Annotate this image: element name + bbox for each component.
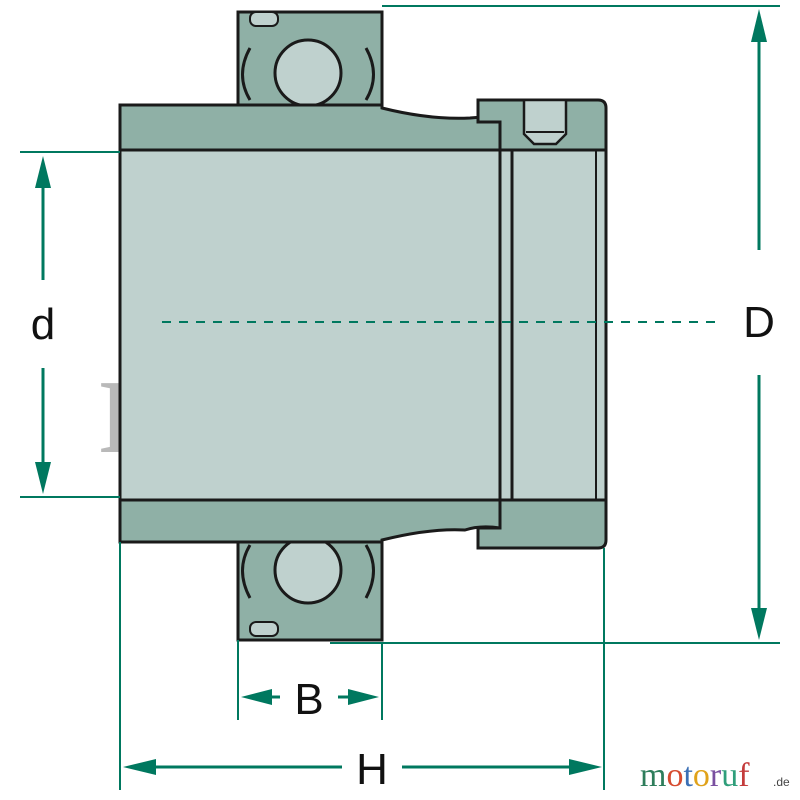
seal-slot-top <box>249 11 279 27</box>
inner-sleeve <box>118 148 608 502</box>
cage-bottom <box>241 544 375 599</box>
ball-top <box>273 38 343 108</box>
logo-letter: u <box>721 757 738 794</box>
label-B: B <box>294 675 323 724</box>
inner-ring-top <box>118 103 502 152</box>
label-H: H <box>356 745 388 794</box>
logo-letter: f <box>738 757 750 794</box>
dimension-d <box>35 156 51 494</box>
extension-lines <box>20 5 780 790</box>
cage-top <box>241 47 375 101</box>
dimension-H <box>123 759 602 775</box>
ball-bottom <box>273 535 343 605</box>
logo-letter: r <box>710 757 722 794</box>
locking-collar-bottom <box>476 498 608 550</box>
inner-ring-bottom <box>118 498 502 544</box>
logo-letter: o <box>693 757 710 794</box>
set-screw <box>522 98 568 146</box>
logo-letter: o <box>666 757 683 794</box>
dimension-B <box>241 689 379 705</box>
logo-letter: m <box>640 757 666 794</box>
logo-tld: .de <box>773 775 790 789</box>
logo-letter: t <box>683 757 693 794</box>
dimension-D <box>751 9 767 640</box>
seal-slot-bottom <box>249 621 279 637</box>
brand-logo: motoruf .de <box>640 757 790 794</box>
logo-wordmark: motoruf <box>640 757 750 794</box>
label-d: d <box>31 300 55 349</box>
label-D: D <box>743 298 775 347</box>
